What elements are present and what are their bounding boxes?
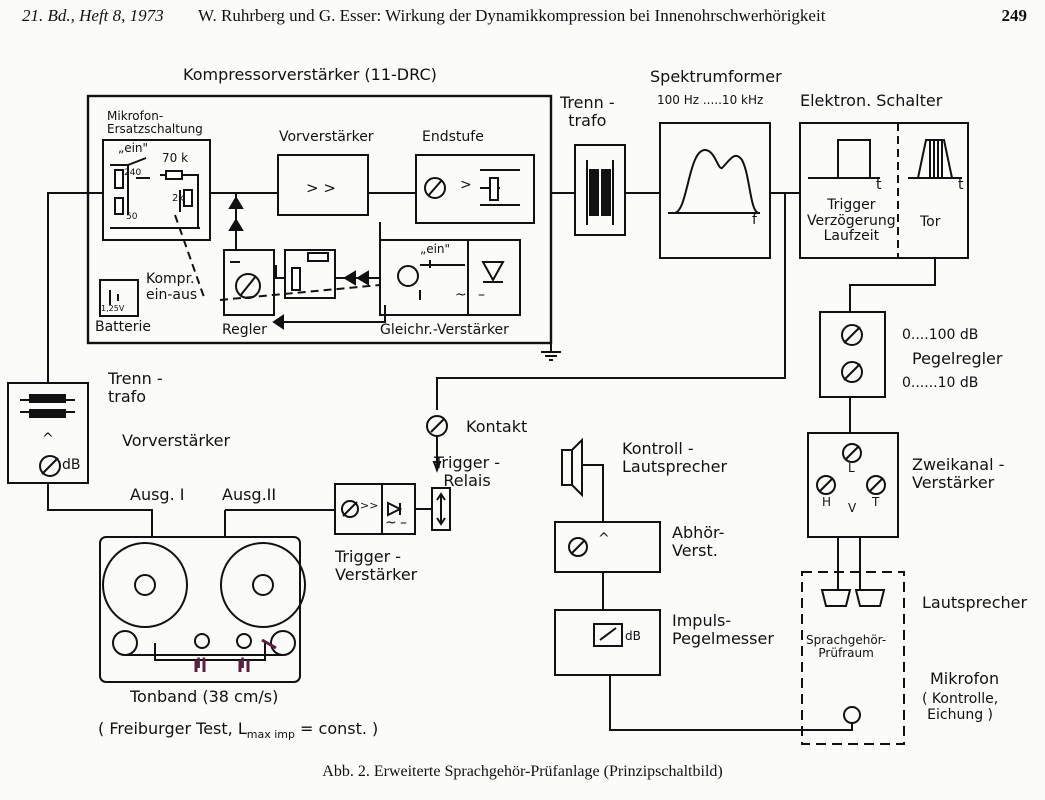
regler-label: Regler	[222, 322, 267, 338]
kompr-label: Kompr. ein-aus	[146, 271, 198, 303]
freiburger-pre: ( Freiburger Test, L	[98, 719, 247, 738]
spektrum-title: Spektrumformer	[650, 67, 782, 86]
zweikanal-label: Zweikanal - Verstärker	[912, 455, 1005, 492]
schalter-tor: Tor	[920, 214, 941, 230]
pegel-range-2: 0......10 dB	[902, 375, 979, 391]
impuls-db: dB	[625, 629, 641, 643]
vorverstaerker-left-label: Vorverstärker	[122, 431, 231, 450]
zweikanal-L: L	[848, 461, 855, 475]
mic-substitute-box	[102, 139, 211, 241]
ausg2-label: Ausg.II	[222, 485, 277, 504]
schalter-title: Elektron. Schalter	[800, 91, 943, 110]
trigger-relais-box	[431, 487, 451, 531]
freiburger-test-label: ( Freiburger Test, Lmax imp = const. )	[98, 720, 378, 741]
abhoer-box	[554, 521, 661, 573]
article-title: W. Ruhrberg und G. Esser: Wirkung der Dy…	[198, 6, 826, 25]
zweikanal-T: T	[872, 495, 880, 509]
batterie-label: Batterie	[95, 319, 152, 335]
pegel-range-1: 0....100 dB	[902, 327, 979, 343]
endstufe-box	[415, 154, 535, 224]
r240-label: 240	[124, 168, 142, 178]
endstufe-symbol: >	[460, 177, 472, 193]
trenntrafo-left-label: Trenn - trafo	[108, 369, 163, 406]
schalter-box	[799, 122, 969, 259]
mic-substitute-label: Mikrofon- Ersatzschaltung	[107, 109, 203, 137]
tape-mark-1: I	[240, 656, 246, 672]
zweikanal-box	[807, 432, 899, 538]
abhoer-label: Abhör- Verst.	[672, 523, 725, 560]
tonband-label: Tonband (38 cm/s)	[130, 687, 279, 706]
ein-label-2: „ein"	[420, 242, 451, 256]
left-db: dB	[62, 457, 81, 473]
gleichrichter-label: Gleichr.-Verstärker	[380, 322, 509, 338]
battery-voltage: 1,25V	[101, 304, 125, 313]
trenntrafo-top-label: Trenn - trafo	[560, 93, 615, 130]
tonband-box	[99, 536, 301, 683]
trigger-verst-minus: –	[400, 515, 407, 531]
pruefraum-box	[801, 571, 905, 745]
ausg1-label: Ausg. I	[130, 485, 185, 504]
vorverstaerker-label: Vorverstärker	[279, 129, 374, 145]
impuls-box	[554, 609, 661, 676]
page-number: 249	[1001, 6, 1028, 25]
pegelregler-box	[819, 311, 886, 398]
impuls-label: Impuls- Pegelmesser	[672, 611, 774, 648]
spektrum-f: f	[752, 212, 757, 228]
r50-label: 50	[126, 212, 138, 222]
schalter-t2: t	[958, 177, 964, 193]
schalter-left-text: Trigger Verzögerung Laufzeit	[807, 197, 896, 245]
compressor-box	[86, 94, 553, 345]
kontroll-label: Kontroll - Lautsprecher	[622, 439, 728, 476]
left-caret: ^	[42, 431, 54, 447]
vorverstaerker-box	[277, 154, 369, 216]
trigger-verstaerker-label: Trigger - Verstärker	[335, 547, 418, 584]
trigger-verst-symbol: >>	[360, 499, 379, 512]
figure-caption: Abb. 2. Erweiterte Sprachgehör-Prüfanlag…	[322, 763, 723, 780]
journal-reference: 21. Bd., Heft 8, 1973	[22, 6, 164, 25]
pegelregler-label: Pegelregler	[912, 349, 1003, 368]
battery-box	[99, 279, 139, 317]
ein-label-1: „ein"	[118, 141, 149, 155]
spektrum-range: 100 Hz .....10 kHz	[657, 93, 764, 107]
spektrum-box	[659, 122, 771, 259]
mikrofon-sub-label: ( Kontrolle, Eichung )	[922, 691, 999, 723]
gleichrichter-tilde: ~	[455, 287, 467, 303]
schalter-t1: t	[876, 177, 882, 193]
kontakt-label: Kontakt	[466, 417, 528, 436]
trenntrafo-top-box	[574, 144, 626, 236]
freiburger-sub: max imp	[246, 728, 295, 741]
endstufe-label: Endstufe	[422, 129, 484, 145]
mikrofon-label: Mikrofon	[930, 669, 1000, 688]
trigger-verst-tilde: ~	[385, 515, 397, 531]
r2k-label: 2k	[172, 193, 185, 204]
zweikanal-V: V	[848, 501, 857, 515]
trigger-relais-label: Trigger - Relais	[434, 453, 501, 490]
regler-box	[223, 249, 275, 316]
compressor-title: Kompressorverstärker (11-DRC)	[183, 65, 437, 84]
lautsprecher-label: Lautsprecher	[922, 593, 1028, 612]
vv-symbol: > >	[306, 179, 336, 197]
gleichrichter-minus: –	[478, 287, 485, 303]
pruefraum-label: Sprachgehör- Prüfraum	[806, 633, 887, 661]
r70k-label: 70 k	[162, 151, 189, 165]
freiburger-post: = const. )	[294, 719, 379, 738]
zweikanal-H: H	[822, 495, 832, 509]
tape-mark-2: II	[196, 656, 207, 672]
abhoer-caret: ^	[598, 531, 610, 547]
